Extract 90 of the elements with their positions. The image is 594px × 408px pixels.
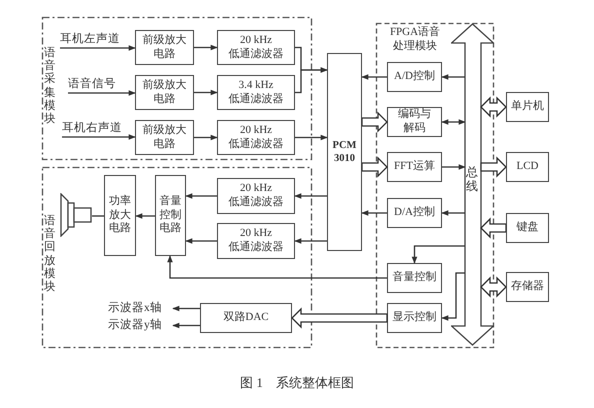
arrow	[135, 213, 155, 219]
hollow-arrow	[480, 276, 507, 298]
block-label: 前级放大电路	[142, 34, 188, 62]
block-box	[506, 213, 549, 243]
block-label: 存储器	[511, 280, 544, 294]
block-box	[387, 198, 442, 228]
block-label: A/D控制	[394, 70, 435, 84]
module-title: 语音回放模块	[44, 215, 56, 294]
arrow	[62, 134, 136, 140]
arrow	[60, 45, 136, 51]
arrow	[441, 119, 466, 125]
hollow-arrow	[361, 111, 388, 133]
block-label: D/A控制	[394, 206, 435, 220]
block-label: FFT运算	[394, 160, 435, 174]
hollow-arrow	[480, 156, 507, 178]
block-box	[387, 263, 442, 293]
arrow	[294, 193, 327, 199]
block-label: 显示控制	[392, 311, 436, 325]
block-label: 前级放大电路	[142, 124, 188, 152]
block-box	[217, 223, 295, 259]
module-region	[42, 17, 312, 160]
block-box	[217, 75, 295, 110]
arrow	[194, 134, 218, 140]
block-box	[387, 303, 442, 333]
block-label: 前级放大电路	[142, 78, 188, 106]
signal-label: 语音信号	[68, 77, 117, 92]
arrow	[167, 255, 387, 279]
signal-label: 示波器y轴	[108, 318, 163, 332]
block-box	[155, 175, 186, 256]
module-region	[42, 167, 312, 348]
block-box	[217, 178, 295, 214]
block-box	[135, 30, 194, 65]
block-label: 音量控制电路	[158, 194, 182, 236]
arrow	[442, 164, 466, 170]
bus-label: 总线	[466, 166, 478, 194]
module-title: 语音采集模块	[44, 47, 56, 126]
arrow	[441, 272, 465, 321]
arrow	[441, 74, 465, 80]
arrow	[172, 306, 200, 312]
block-box	[217, 30, 295, 65]
signal-label: 示波器x轴	[108, 301, 163, 316]
arrow	[295, 134, 328, 140]
signal-label: 耳机左声道	[60, 32, 121, 46]
arrow	[172, 322, 200, 328]
block-label: 编码与解码	[397, 108, 432, 136]
block-label: 20 kHz 低通滤波器	[228, 182, 284, 210]
block-label: 双路DAC	[223, 311, 269, 325]
block-box	[217, 120, 295, 155]
block-label: 20 kHz 低通滤波器	[228, 124, 284, 152]
block-label: 20 kHz 低通滤波器	[228, 227, 284, 255]
block-box	[387, 107, 442, 137]
block-label: LCD	[516, 160, 538, 174]
block-box	[506, 272, 549, 302]
connector-line	[92, 215, 104, 217]
block-box	[104, 175, 136, 256]
module-region	[376, 23, 494, 348]
arrow	[194, 44, 218, 50]
block-box	[387, 62, 442, 92]
arrow	[361, 210, 387, 216]
block-box	[506, 152, 549, 182]
block-label: 音量控制	[392, 271, 436, 285]
hollow-arrow	[480, 217, 507, 239]
arrow	[194, 90, 218, 96]
hollow-arrow	[291, 307, 388, 329]
arrow	[185, 193, 217, 199]
arrow	[68, 90, 136, 96]
arrow	[361, 74, 387, 80]
block-label: 3.4 kHz 低通滤波器	[228, 78, 284, 106]
block-label: 键盘	[516, 221, 538, 235]
block-box	[387, 152, 442, 182]
bus-arrow	[451, 23, 494, 346]
arrow	[294, 238, 327, 244]
block-label: 功率放大电路	[108, 194, 132, 236]
module-title: FPGA语音处理模块	[388, 26, 442, 54]
block-box	[135, 75, 194, 110]
hollow-arrow	[361, 156, 388, 178]
block-label: 20 kHz 低通滤波器	[228, 34, 284, 62]
figure-caption: 图 1 系统整体框图	[239, 374, 355, 392]
arrow	[185, 238, 217, 244]
block-label: 单片机	[511, 100, 544, 114]
block-box	[135, 120, 194, 155]
block-box	[506, 92, 549, 122]
block-box	[327, 53, 362, 251]
block-label: PCM 3010	[332, 138, 358, 166]
block-box	[200, 303, 292, 333]
arrow	[441, 210, 465, 216]
hollow-arrow	[480, 96, 507, 118]
signal-label: 耳机右声道	[62, 121, 123, 136]
arrow	[412, 245, 465, 264]
arrow	[295, 67, 328, 94]
